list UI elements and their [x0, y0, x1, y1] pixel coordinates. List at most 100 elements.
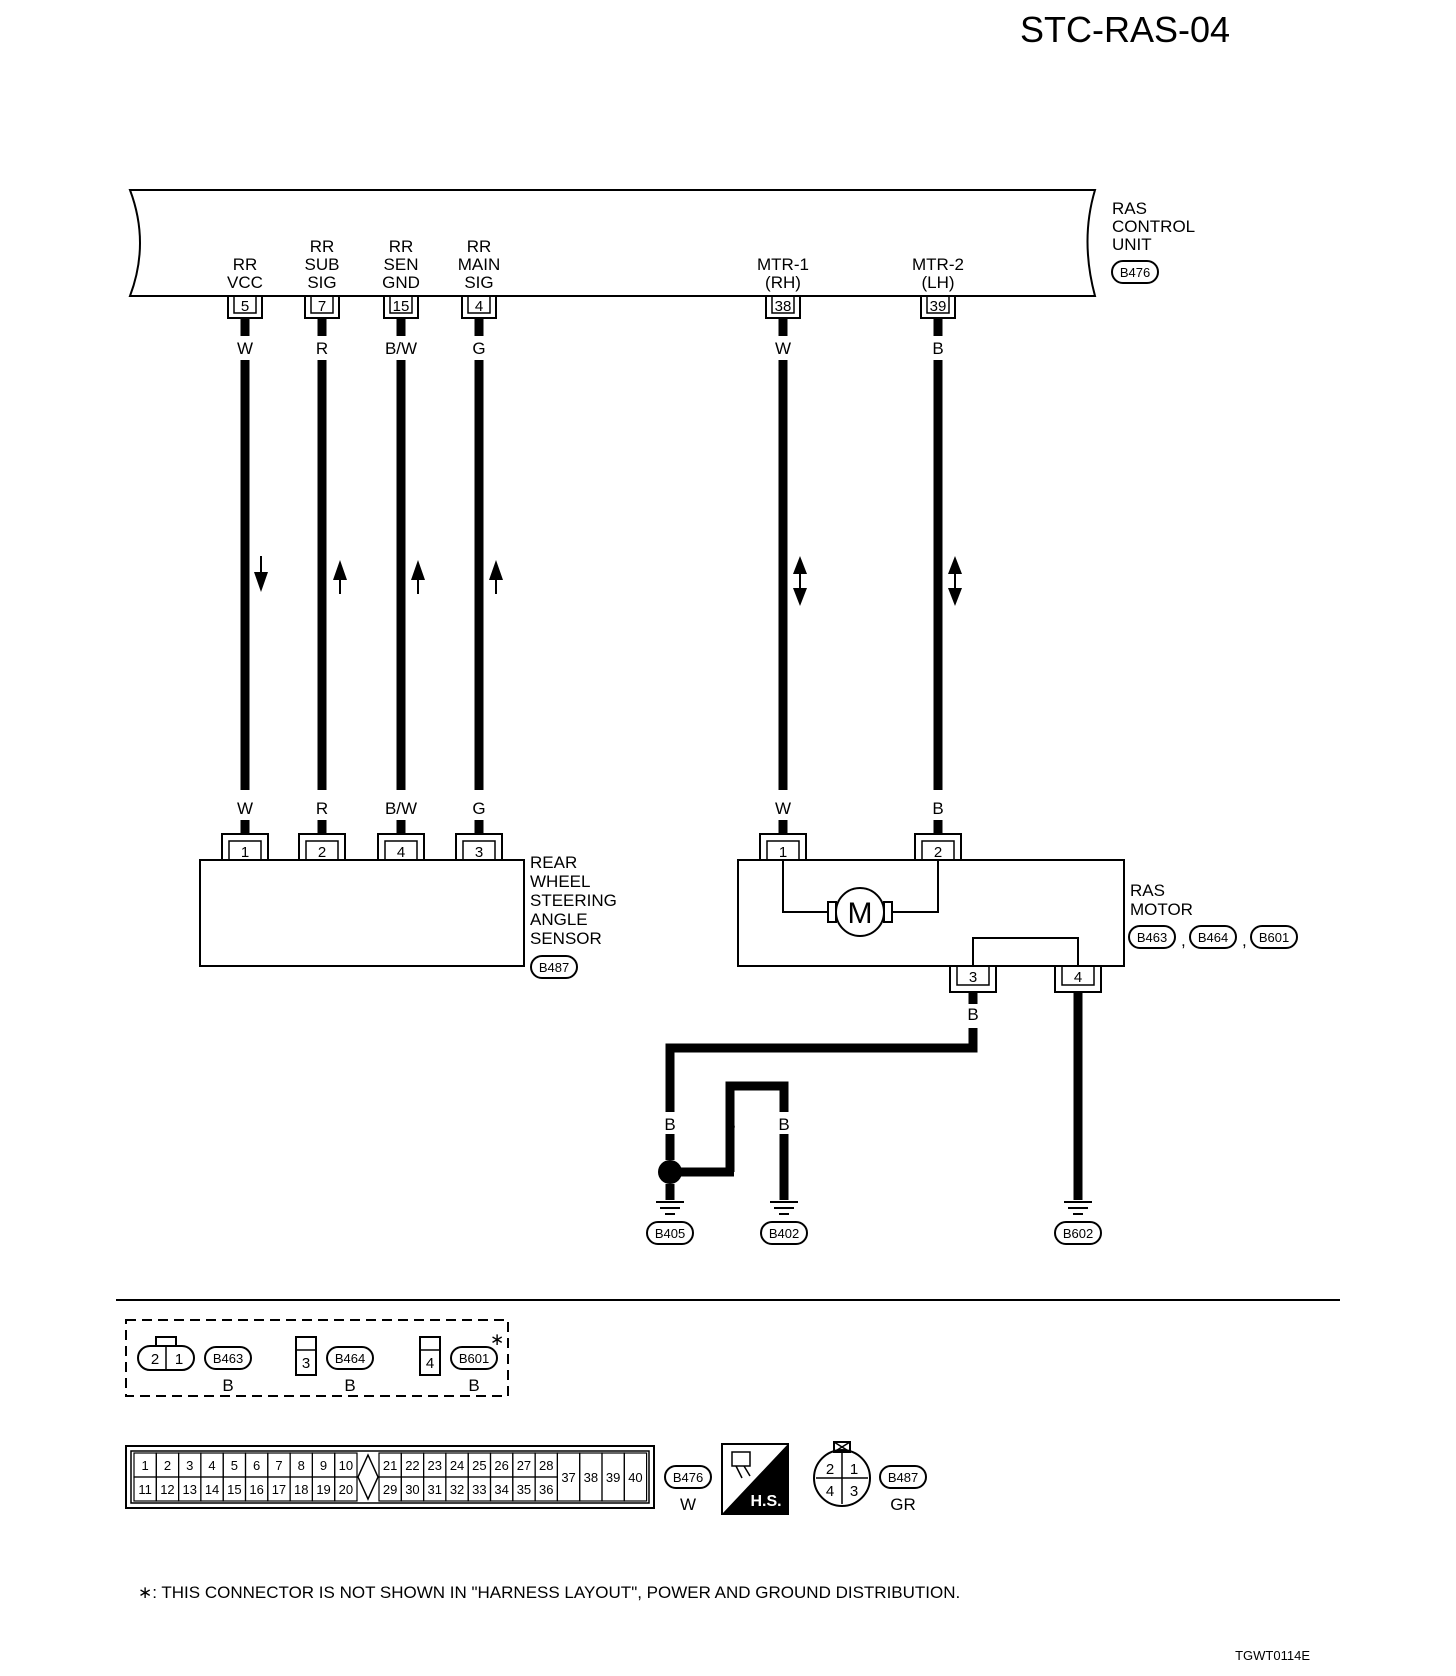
harness-side-icon: H.S.	[721, 1443, 789, 1515]
terminal-label-line: (RH)	[765, 273, 801, 292]
terminal-label-line: SIG	[464, 273, 493, 292]
pin-number: 2	[934, 844, 942, 861]
sensor-name-line: SENSOR	[530, 929, 602, 948]
signal-arrow-bidirectional	[948, 556, 962, 606]
motor-connector-oval	[1189, 925, 1237, 949]
terminal-label-line: RR	[389, 237, 414, 256]
pin-number: 1	[779, 844, 787, 861]
connector-view-b463: 2 1 B463 B	[137, 1336, 252, 1395]
wire-color-label: W	[237, 339, 253, 358]
motor-box	[737, 859, 1125, 967]
motor-connector-code: B601	[1259, 930, 1289, 945]
ecu-pin-number: 39	[606, 1470, 620, 1485]
wire-color-label: W	[775, 339, 791, 358]
ecu-connector-oval	[664, 1465, 712, 1489]
terminal-label-line: SIG	[307, 273, 336, 292]
ground-connector-code: B602	[1063, 1226, 1093, 1241]
signal-arrow-up	[411, 560, 425, 594]
ecu-pin-cell	[623, 1452, 648, 1502]
motor-internal-wiring	[782, 860, 1079, 966]
ground-symbol	[1064, 1201, 1092, 1215]
connector-color: B	[222, 1376, 233, 1395]
connector-view-b601: 4 B601 ∗ B	[419, 1330, 504, 1395]
harness-side-label: H.S.	[750, 1493, 781, 1510]
terminal-label-line: (LH)	[921, 273, 954, 292]
figure-id: TGWT0114E	[1235, 1648, 1310, 1663]
ecu-pin-number: 38	[584, 1470, 598, 1485]
pin-number: 3	[850, 1483, 858, 1500]
pin-number: 4	[1074, 969, 1082, 986]
ecu-pin-number: 29	[383, 1482, 397, 1497]
connector-code: B463	[213, 1351, 243, 1366]
cu-pin-7: 7	[304, 295, 340, 319]
signal-arrow-up	[333, 560, 347, 594]
ecu-pin-number: 15	[227, 1482, 241, 1497]
wire-color-label: W	[237, 799, 253, 818]
terminal-label-rr-main-sig: RR MAIN SIG	[458, 237, 501, 292]
connector-color: B	[468, 1376, 479, 1395]
terminal-label-rr-sen-gnd: RR SEN GND	[382, 237, 420, 292]
motor-pin-4: 4	[1054, 965, 1102, 993]
ground-connector-code: B405	[655, 1226, 685, 1241]
pin-box-inner	[389, 295, 413, 314]
ecu-pin-cell	[334, 1476, 358, 1502]
connector-color: B	[344, 1376, 355, 1395]
wire-color-label: B	[932, 799, 943, 818]
ground-connector-oval	[1054, 1221, 1102, 1245]
sensor-pin-3: 3	[455, 833, 503, 861]
ecu-pin-number: 20	[339, 1482, 353, 1497]
ecu-pin-number: 11	[138, 1482, 152, 1497]
motor-pin-2: 2	[914, 833, 962, 861]
control-unit-name-line: RAS	[1112, 199, 1147, 218]
connector-view-b464: 3 B464 B	[295, 1336, 374, 1395]
pin-number: 7	[318, 298, 326, 315]
control-unit-box	[128, 189, 1097, 297]
terminal-label-rr-sub-sig: RR SUB SIG	[305, 237, 340, 292]
terminal-label-line: MTR-2	[912, 255, 964, 274]
pin-number: 2	[826, 1461, 834, 1478]
wire-color-label: W	[775, 799, 791, 818]
pin-number: 3	[969, 969, 977, 986]
ecu-pin-number: 28	[539, 1458, 553, 1473]
ecu-pin-number: 3	[186, 1458, 193, 1473]
motor-name-line: RAS	[1130, 881, 1165, 900]
motor-connector-oval	[1128, 925, 1176, 949]
terminal-label-line: SUB	[305, 255, 340, 274]
ecu-pin-number: 22	[405, 1458, 419, 1473]
sensor-name-line: ANGLE	[530, 910, 588, 929]
connector-color: GR	[890, 1495, 916, 1514]
pin-box-inner	[771, 295, 795, 314]
ecu-pin-number: 21	[383, 1458, 397, 1473]
sensor-pin-1: 1	[221, 833, 269, 861]
sensor-pin-4: 4	[377, 833, 425, 861]
terminal-label-line: SEN	[384, 255, 419, 274]
ecu-pin-number: 6	[253, 1458, 260, 1473]
terminal-label-line: GND	[382, 273, 420, 292]
pin-number: 15	[393, 298, 410, 315]
cu-pin-38: 38	[765, 295, 801, 319]
wire-color-label: B	[778, 1115, 789, 1134]
wire-color-label: G	[472, 339, 485, 358]
wire-color-label: B/W	[385, 799, 417, 818]
wire-color-label: B	[724, 1115, 735, 1134]
pin-number: 39	[930, 298, 947, 315]
connector-code: B476	[673, 1470, 703, 1485]
wire-color-label: G	[472, 799, 485, 818]
pin-number: 38	[775, 298, 792, 315]
terminal-label-line: VCC	[227, 273, 263, 292]
control-unit-name-line: UNIT	[1112, 235, 1152, 254]
ecu-pin-number: 1	[142, 1458, 149, 1473]
sensor-name: REAR WHEEL STEERING ANGLE SENSOR	[530, 853, 617, 948]
sensor-name-line: REAR	[530, 853, 577, 872]
cu-pin-5: 5	[227, 295, 263, 319]
sensor-pin-2: 2	[298, 833, 346, 861]
sensor-connector-code: B487	[539, 960, 569, 975]
ecu-pin-number: 17	[272, 1482, 286, 1497]
ecu-pin-number: 27	[517, 1458, 531, 1473]
ecu-pin-number: 35	[517, 1482, 531, 1497]
connector-code: B601	[459, 1351, 489, 1366]
ground-symbol	[656, 1201, 684, 1215]
